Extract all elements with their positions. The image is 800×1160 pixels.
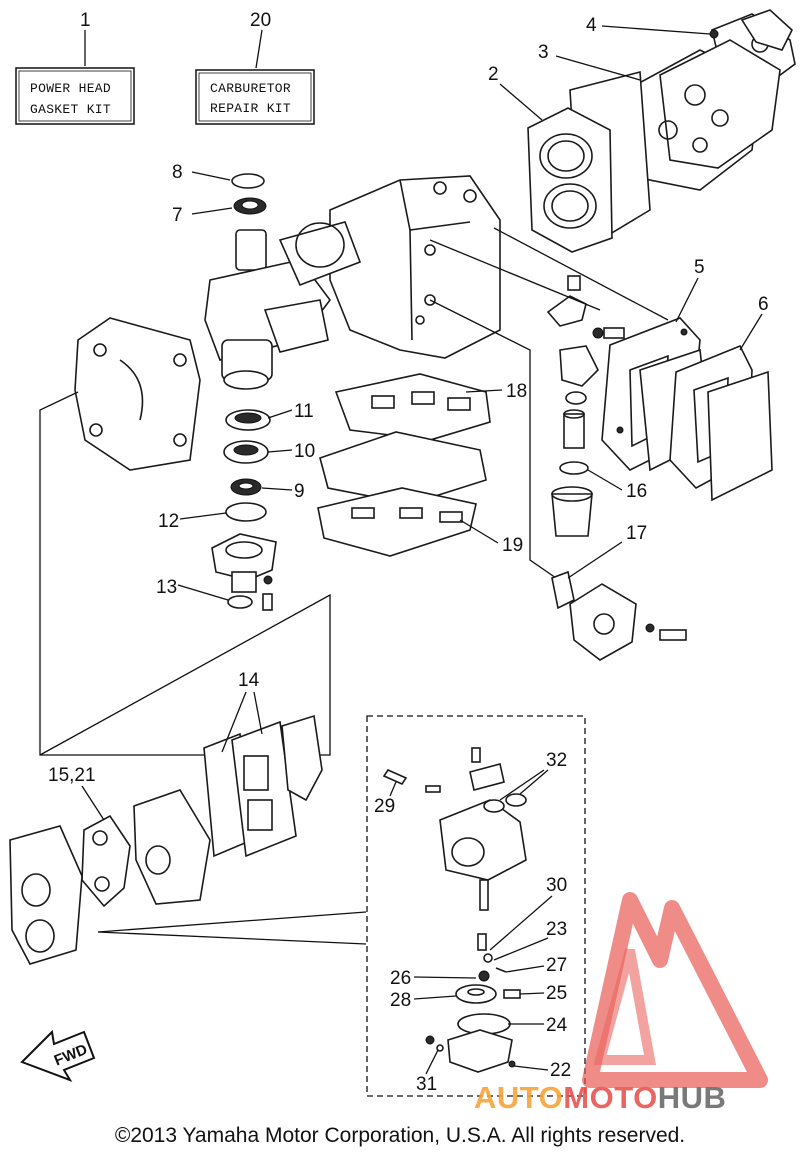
callout-18: 18 bbox=[506, 381, 527, 402]
watermark-moto: MOTO bbox=[563, 1080, 657, 1115]
callout-26: 26 bbox=[390, 968, 411, 989]
copyright-notice: ©2013 Yamaha Motor Corporation, U.S.A. A… bbox=[114, 1124, 686, 1147]
part-2-cylinder-head bbox=[527, 70, 651, 253]
watermark-hub: HUB bbox=[658, 1080, 727, 1115]
callout-13: 13 bbox=[156, 577, 177, 598]
part-26-valve bbox=[478, 970, 490, 982]
part-3-cover-plate bbox=[621, 39, 781, 191]
thermostat-assembly bbox=[559, 345, 599, 449]
callout-24: 24 bbox=[546, 1015, 568, 1036]
part-30-needle bbox=[477, 933, 487, 951]
automotohub-watermark-logo: AUTOMOTOHUB bbox=[474, 892, 768, 1115]
callout-4: 4 bbox=[586, 15, 597, 36]
carburetor-detail-box bbox=[366, 715, 586, 1097]
float-chamber bbox=[425, 1029, 513, 1073]
callout-27: 27 bbox=[546, 955, 567, 976]
callout-32: 32 bbox=[546, 750, 567, 771]
part-32-caps: 32 bbox=[499, 750, 567, 801]
callout-28: 28 bbox=[390, 990, 411, 1011]
intake-manifold bbox=[133, 789, 211, 905]
part-19-gasket bbox=[317, 487, 477, 557]
callout-17: 17 bbox=[626, 523, 647, 544]
exhaust-cover bbox=[319, 431, 487, 505]
callout-9: 9 bbox=[294, 481, 305, 502]
kit-line1: POWER HEAD bbox=[30, 81, 111, 96]
callout-14: 14 bbox=[238, 670, 260, 691]
part-22-screw bbox=[508, 1060, 516, 1068]
power-head-gasket-kit-label: 1 POWER HEAD GASKET KIT bbox=[15, 10, 135, 125]
part-13-o-ring bbox=[227, 595, 253, 609]
part-9-oil-seal bbox=[230, 478, 262, 496]
callout-11: 11 bbox=[294, 401, 314, 422]
intake-cover bbox=[707, 370, 773, 502]
fuel-pump-bracket bbox=[546, 275, 625, 339]
part-18-gasket bbox=[334, 373, 491, 441]
part-29-screw bbox=[382, 768, 441, 793]
part-15-21-gasket bbox=[81, 814, 131, 908]
part-11-bearing bbox=[225, 409, 271, 431]
part-23-spring bbox=[483, 953, 493, 963]
callout-29: 29 bbox=[374, 796, 395, 817]
carburetor-repair-kit-label: 20 CARBURETOR REPAIR KIT bbox=[195, 10, 315, 125]
callout-16: 16 bbox=[626, 481, 647, 502]
part-27-pin bbox=[495, 967, 507, 973]
callout-20: 20 bbox=[250, 10, 271, 31]
part-28-float bbox=[455, 984, 497, 1004]
callout-10: 10 bbox=[294, 441, 315, 462]
svg-text:AUTOMOTOHUB: AUTOMOTOHUB bbox=[474, 1080, 726, 1115]
carburetor-body bbox=[439, 747, 527, 911]
crankcase-half bbox=[74, 317, 201, 471]
part-14-intake-gaskets bbox=[203, 714, 323, 858]
callout-5: 5 bbox=[694, 257, 705, 278]
forward-direction-arrow-icon: FWD bbox=[20, 1029, 96, 1082]
part-10-bearing bbox=[223, 440, 269, 464]
callout-7: 7 bbox=[172, 205, 183, 226]
kit-line2: GASKET KIT bbox=[30, 102, 111, 117]
lower-bearing-housing bbox=[211, 533, 277, 611]
callout-12: 12 bbox=[158, 511, 179, 532]
cylinder-block bbox=[329, 175, 501, 359]
part-25-jet bbox=[503, 989, 521, 999]
callout-6: 6 bbox=[758, 294, 769, 315]
part-12-o-ring bbox=[225, 502, 267, 522]
callout-31: 31 bbox=[416, 1074, 437, 1095]
part-16-sleeve bbox=[551, 486, 593, 537]
callout-22: 22 bbox=[550, 1060, 571, 1081]
watermark-auto: AUTO bbox=[474, 1080, 563, 1115]
part-7-oil-seal bbox=[233, 197, 267, 215]
callout-25: 25 bbox=[546, 983, 567, 1004]
kit-line2: REPAIR KIT bbox=[210, 101, 291, 116]
callout-30: 30 bbox=[546, 875, 567, 896]
silencer bbox=[9, 825, 83, 965]
part-17-fuel-pump bbox=[551, 570, 687, 661]
callout-1: 1 bbox=[80, 10, 91, 31]
callout-23: 23 bbox=[546, 919, 567, 940]
part-31-screw bbox=[436, 1044, 444, 1052]
crankshaft-assembly bbox=[204, 221, 362, 390]
callout-15-21: 15,21 bbox=[48, 765, 96, 786]
callout-19: 19 bbox=[502, 535, 523, 556]
assembly-guide-line bbox=[39, 391, 331, 756]
callout-3: 3 bbox=[538, 42, 549, 63]
kit-line1: CARBURETOR bbox=[210, 81, 291, 96]
part-16-o-ring bbox=[559, 461, 589, 475]
callout-8: 8 bbox=[172, 162, 183, 183]
callout-2: 2 bbox=[488, 64, 499, 85]
part-8-o-ring bbox=[231, 173, 265, 189]
